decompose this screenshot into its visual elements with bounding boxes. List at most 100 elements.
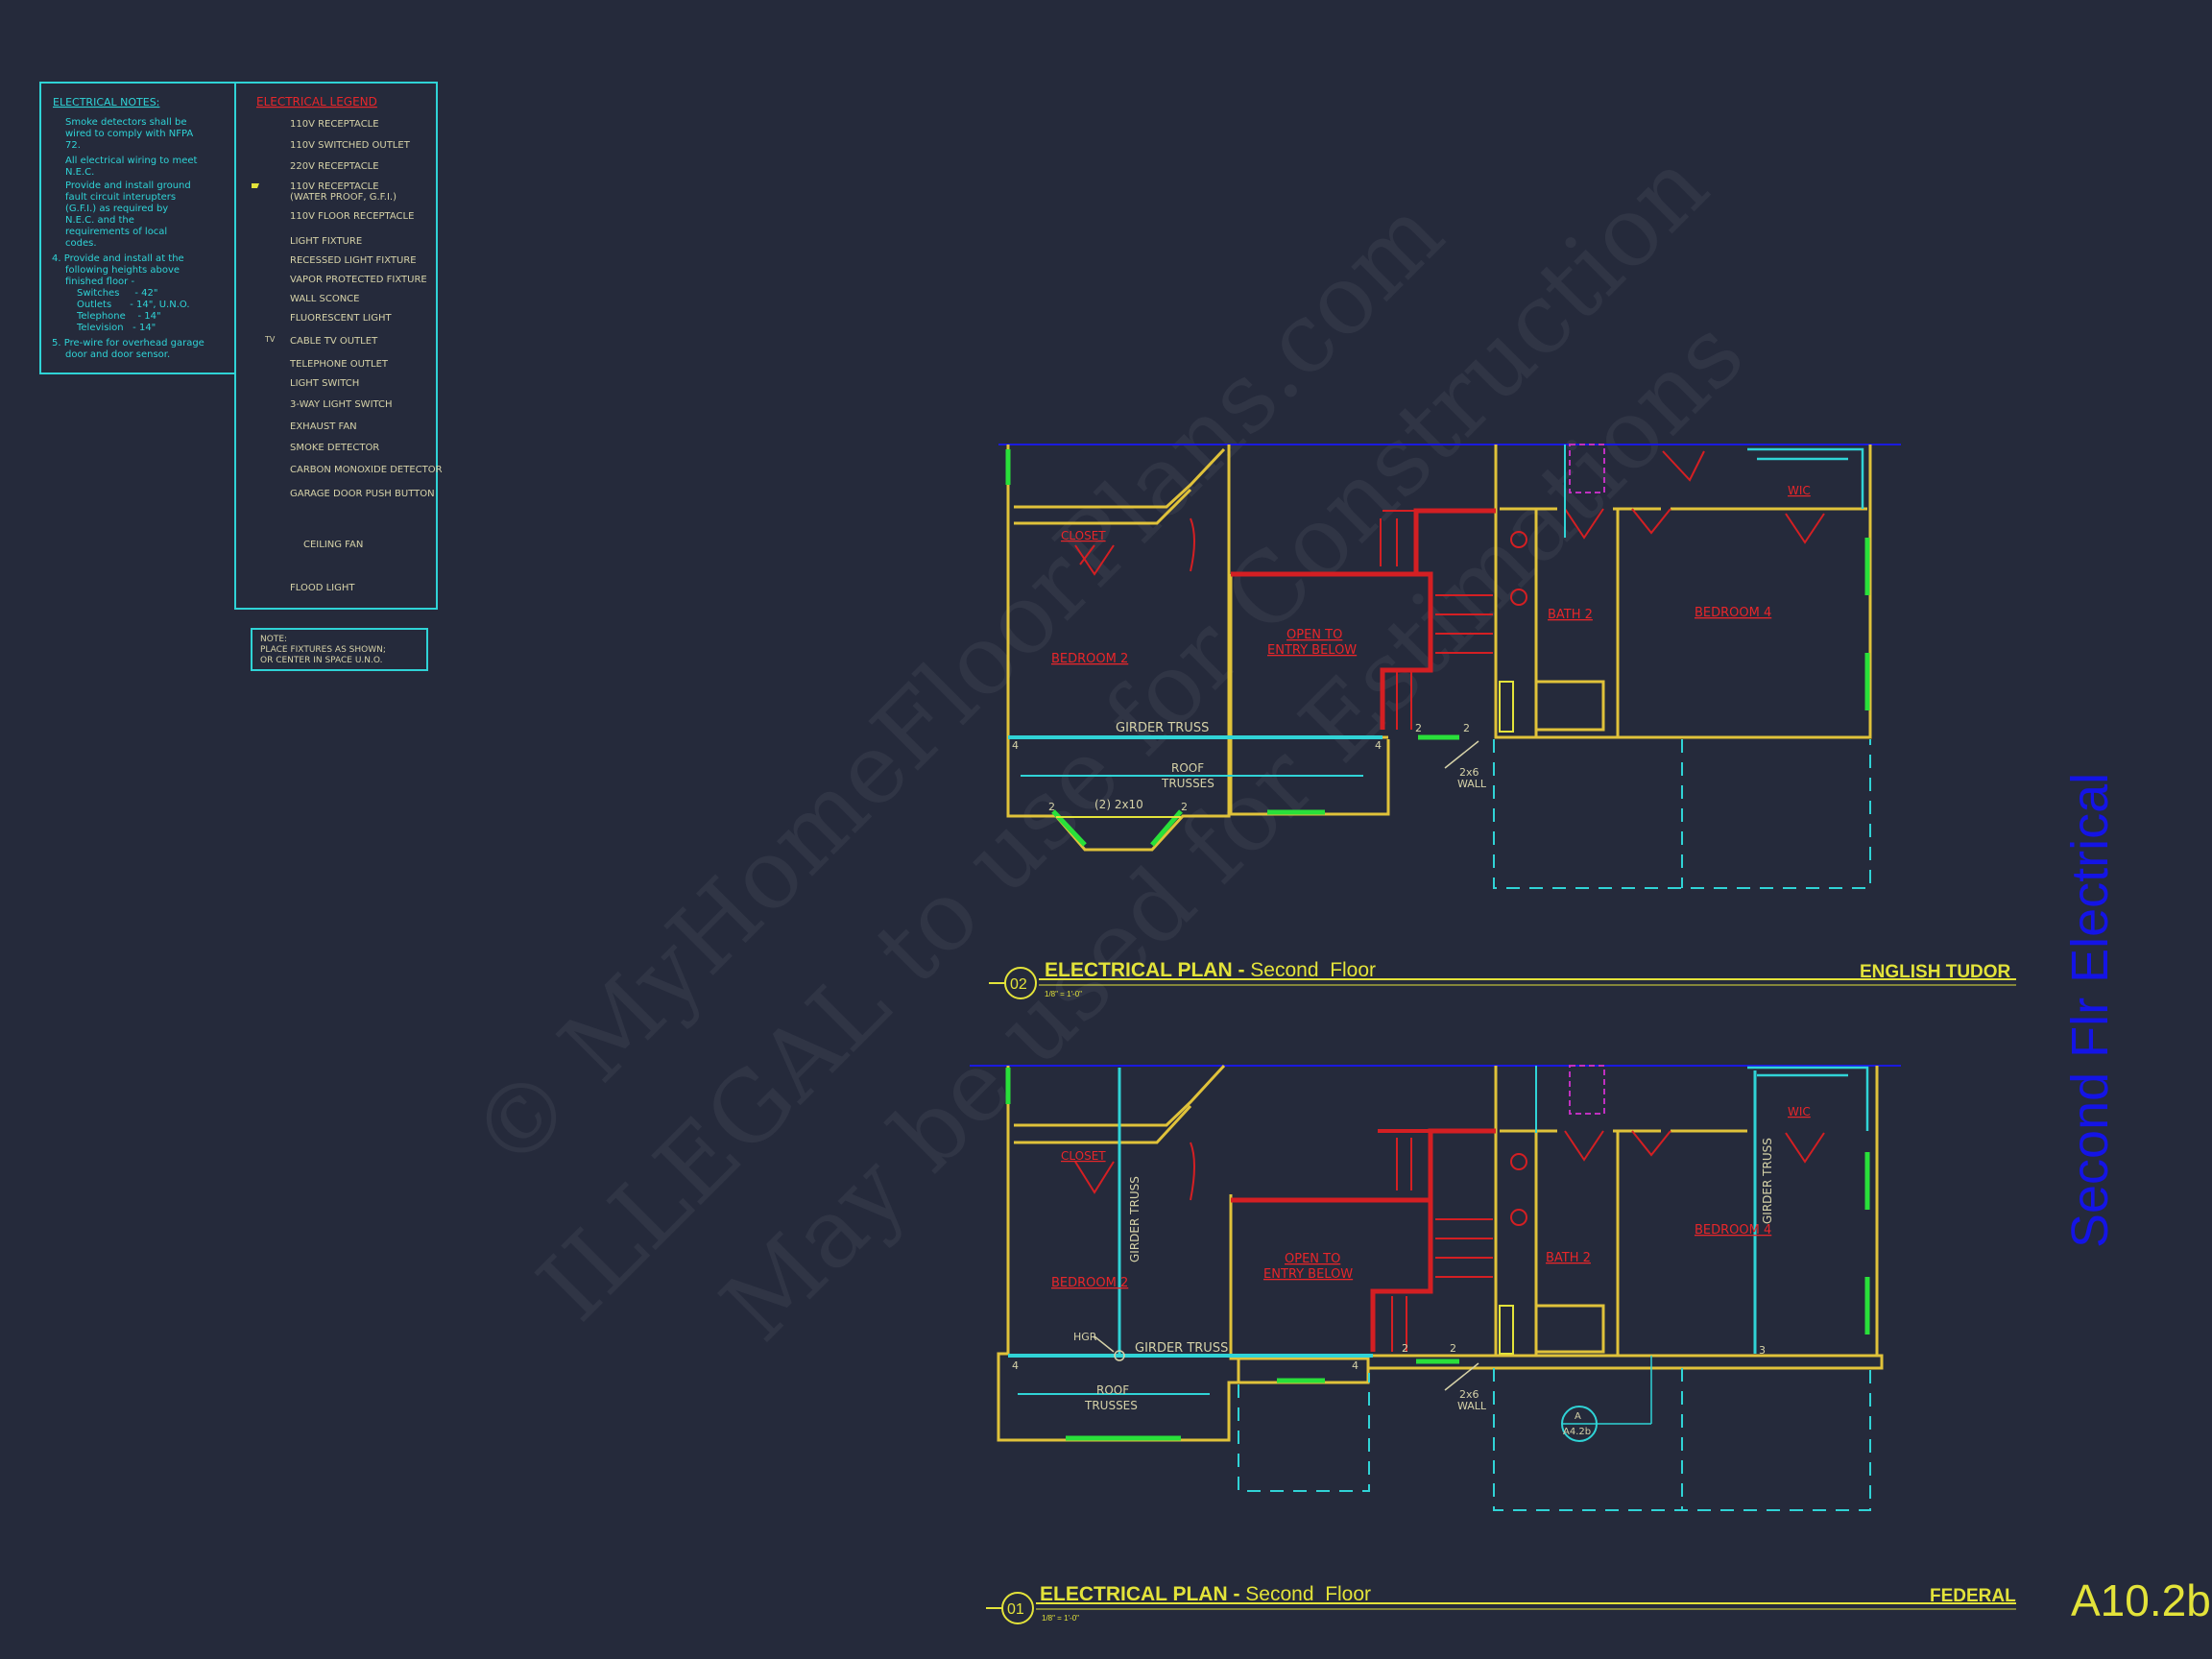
note-line: Outlets - 14", U.N.O. [77, 300, 190, 310]
legend-item: VAPOR PROTECTED FIXTURE [290, 275, 427, 285]
legend-item: RECESSED LIGHT FIXTURE [290, 255, 417, 266]
note-line: N.E.C. [65, 167, 94, 178]
note-line: Switches - 42" [77, 288, 157, 299]
circuit-number: 3 [1759, 1344, 1766, 1357]
legend-title: ELECTRICAL LEGEND [256, 95, 377, 108]
roof-trusses-label: TRUSSES [1161, 777, 1214, 790]
note-line: Provide and install ground [65, 180, 191, 191]
room-label: BATH 2 [1548, 608, 1593, 622]
legend-item: FLUORESCENT LIGHT [290, 313, 392, 324]
note-line: Telephone - 14" [76, 311, 161, 322]
legend-item: GARAGE DOOR PUSH BUTTON [290, 489, 435, 499]
plan-number: 01 [1007, 1601, 1024, 1618]
girder-truss-label: GIRDER TRUSS [1116, 721, 1209, 735]
girder-truss-label: GIRDER TRUSS [1135, 1341, 1228, 1356]
wall-label: WALL [1457, 778, 1487, 790]
note-box-line: PLACE FIXTURES AS SHOWN; [260, 645, 386, 655]
note-line: 4. Provide and install at the [52, 253, 184, 264]
roof-trusses-label: ROOF [1171, 761, 1204, 775]
electrical-legend-panel: ELECTRICAL LEGEND 110V RECEPTACLE 110V S… [234, 82, 443, 610]
note-line: codes. [65, 238, 97, 249]
plan-title: ELECTRICAL PLAN - Second Floor [1045, 959, 1376, 981]
room-label: OPEN TO [1286, 628, 1342, 642]
note-line: wired to comply with NFPA [65, 129, 193, 139]
plan-title-dash: - [1228, 1583, 1246, 1605]
girder-truss-label: GIRDER TRUSS [1761, 1138, 1774, 1224]
legend-item: FLOOD LIGHT [290, 583, 355, 593]
room-label: BEDROOM 2 [1051, 1276, 1128, 1290]
floor-plan-upper: CLOSET BEDROOM 2 OPEN TO ENTRY BELOW BAT… [998, 444, 1901, 889]
room-label: ENTRY BELOW [1267, 643, 1357, 658]
legend-item: 110V RECEPTACLE [290, 119, 379, 130]
note-line: requirements of local [65, 227, 167, 237]
plan-title-label: ELECTRICAL PLAN [1045, 959, 1233, 981]
plan-style: FEDERAL [1930, 1586, 2016, 1606]
room-label: CLOSET [1061, 529, 1106, 542]
note-line: 5. Pre-wire for overhead garage [52, 338, 204, 349]
room-label: WIC [1788, 1105, 1811, 1118]
note-line: following heights above [65, 265, 180, 276]
note-box-line: OR CENTER IN SPACE U.N.O. [260, 656, 382, 665]
legend-item: CEILING FAN [303, 540, 363, 550]
note-line: finished floor - [65, 276, 134, 287]
room-label: BEDROOM 4 [1695, 1223, 1771, 1238]
legend-item: CARBON MONOXIDE DETECTOR [290, 465, 443, 475]
note-box-line: NOTE: [260, 635, 287, 644]
plan-scale: 1/8" = 1'-0" [1042, 1614, 1079, 1623]
wall-label: 2x6 [1459, 1388, 1479, 1401]
joist-label: (2) 2x10 [1094, 798, 1143, 811]
plan-title-sub: Second Floor [1250, 959, 1376, 981]
fixture-note-box: NOTE: PLACE FIXTURES AS SHOWN; OR CENTER… [251, 628, 428, 671]
circuit-number: 2 [1048, 801, 1055, 813]
plan-title-dash: - [1233, 959, 1251, 981]
floor-plan-lower: A A4.2b CLOSET BEDROOM 2 OPEN TO ENTRY B… [970, 1064, 1901, 1511]
circuit-number: 2 [1181, 801, 1188, 813]
note-line: (G.F.I.) as required by [65, 204, 168, 214]
notes-title: ELECTRICAL NOTES: [53, 96, 159, 108]
section-reference: A4.2b [1563, 1427, 1591, 1437]
sheet-number: A10.2b [2071, 1575, 2211, 1625]
legend-item: LIGHT FIXTURE [290, 236, 362, 247]
sheet-side-title: Second Flr Electrical [2061, 773, 2119, 1248]
notes-lines: Smoke detectors shall be wired to comply… [52, 117, 204, 360]
legend-item: 110V FLOOR RECEPTACLE [290, 211, 414, 222]
circuit-number: 2 [1450, 1342, 1456, 1355]
legend-item: 3-WAY LIGHT SWITCH [290, 399, 393, 410]
room-label: ENTRY BELOW [1263, 1267, 1353, 1282]
girder-truss-label: GIRDER TRUSS [1128, 1176, 1142, 1262]
room-label: OPEN TO [1285, 1252, 1340, 1266]
note-line: 72. [65, 140, 81, 151]
room-label: BATH 2 [1546, 1251, 1591, 1265]
note-line: Television - 14" [76, 323, 156, 333]
electrical-notes-panel: ELECTRICAL NOTES: Smoke detectors shall … [39, 82, 236, 374]
note-line: N.E.C. and the [65, 215, 134, 226]
circuit-number: 2 [1463, 722, 1470, 734]
note-line: fault circuit interupters [65, 192, 176, 203]
circuit-number: 4 [1352, 1359, 1358, 1372]
wall-label: 2x6 [1459, 766, 1479, 779]
section-marker: A [1575, 1411, 1581, 1422]
circuit-number: 4 [1012, 1359, 1019, 1372]
roof-trusses-label: TRUSSES [1084, 1399, 1138, 1412]
legend-item: TELEPHONE OUTLET [289, 359, 389, 370]
room-label: BEDROOM 2 [1051, 652, 1128, 666]
legend-item: 220V RECEPTACLE [290, 161, 379, 172]
legend-item: EXHAUST FAN [290, 421, 357, 432]
room-label: CLOSET [1061, 1149, 1106, 1163]
plan-title-label: ELECTRICAL PLAN [1040, 1583, 1228, 1605]
plan-title: ELECTRICAL PLAN - Second Floor [1040, 1583, 1371, 1605]
legend-item: 110V SWITCHED OUTLET [290, 140, 411, 151]
note-line: door and door sensor. [65, 349, 170, 360]
gfi-receptacle-icon [252, 183, 259, 188]
plan-style: ENGLISH TUDOR [1860, 962, 2011, 982]
plan-title-upper: 02 ELECTRICAL PLAN - Second Floor 1/8" =… [989, 959, 2016, 999]
plan-title-lower: 01 ELECTRICAL PLAN - Second Floor 1/8" =… [986, 1583, 2016, 1624]
legend-item: SMOKE DETECTOR [290, 443, 379, 453]
circuit-number: 4 [1012, 739, 1019, 752]
plan-title-sub: Second Floor [1245, 1583, 1371, 1605]
note-line: Smoke detectors shall be [65, 117, 187, 128]
roof-trusses-label: ROOF [1096, 1383, 1129, 1397]
legend-item: (WATER PROOF, G.F.I.) [290, 192, 397, 203]
legend-item: WALL SCONCE [290, 294, 360, 304]
legend-item: CABLE TV OUTLET [290, 336, 378, 347]
